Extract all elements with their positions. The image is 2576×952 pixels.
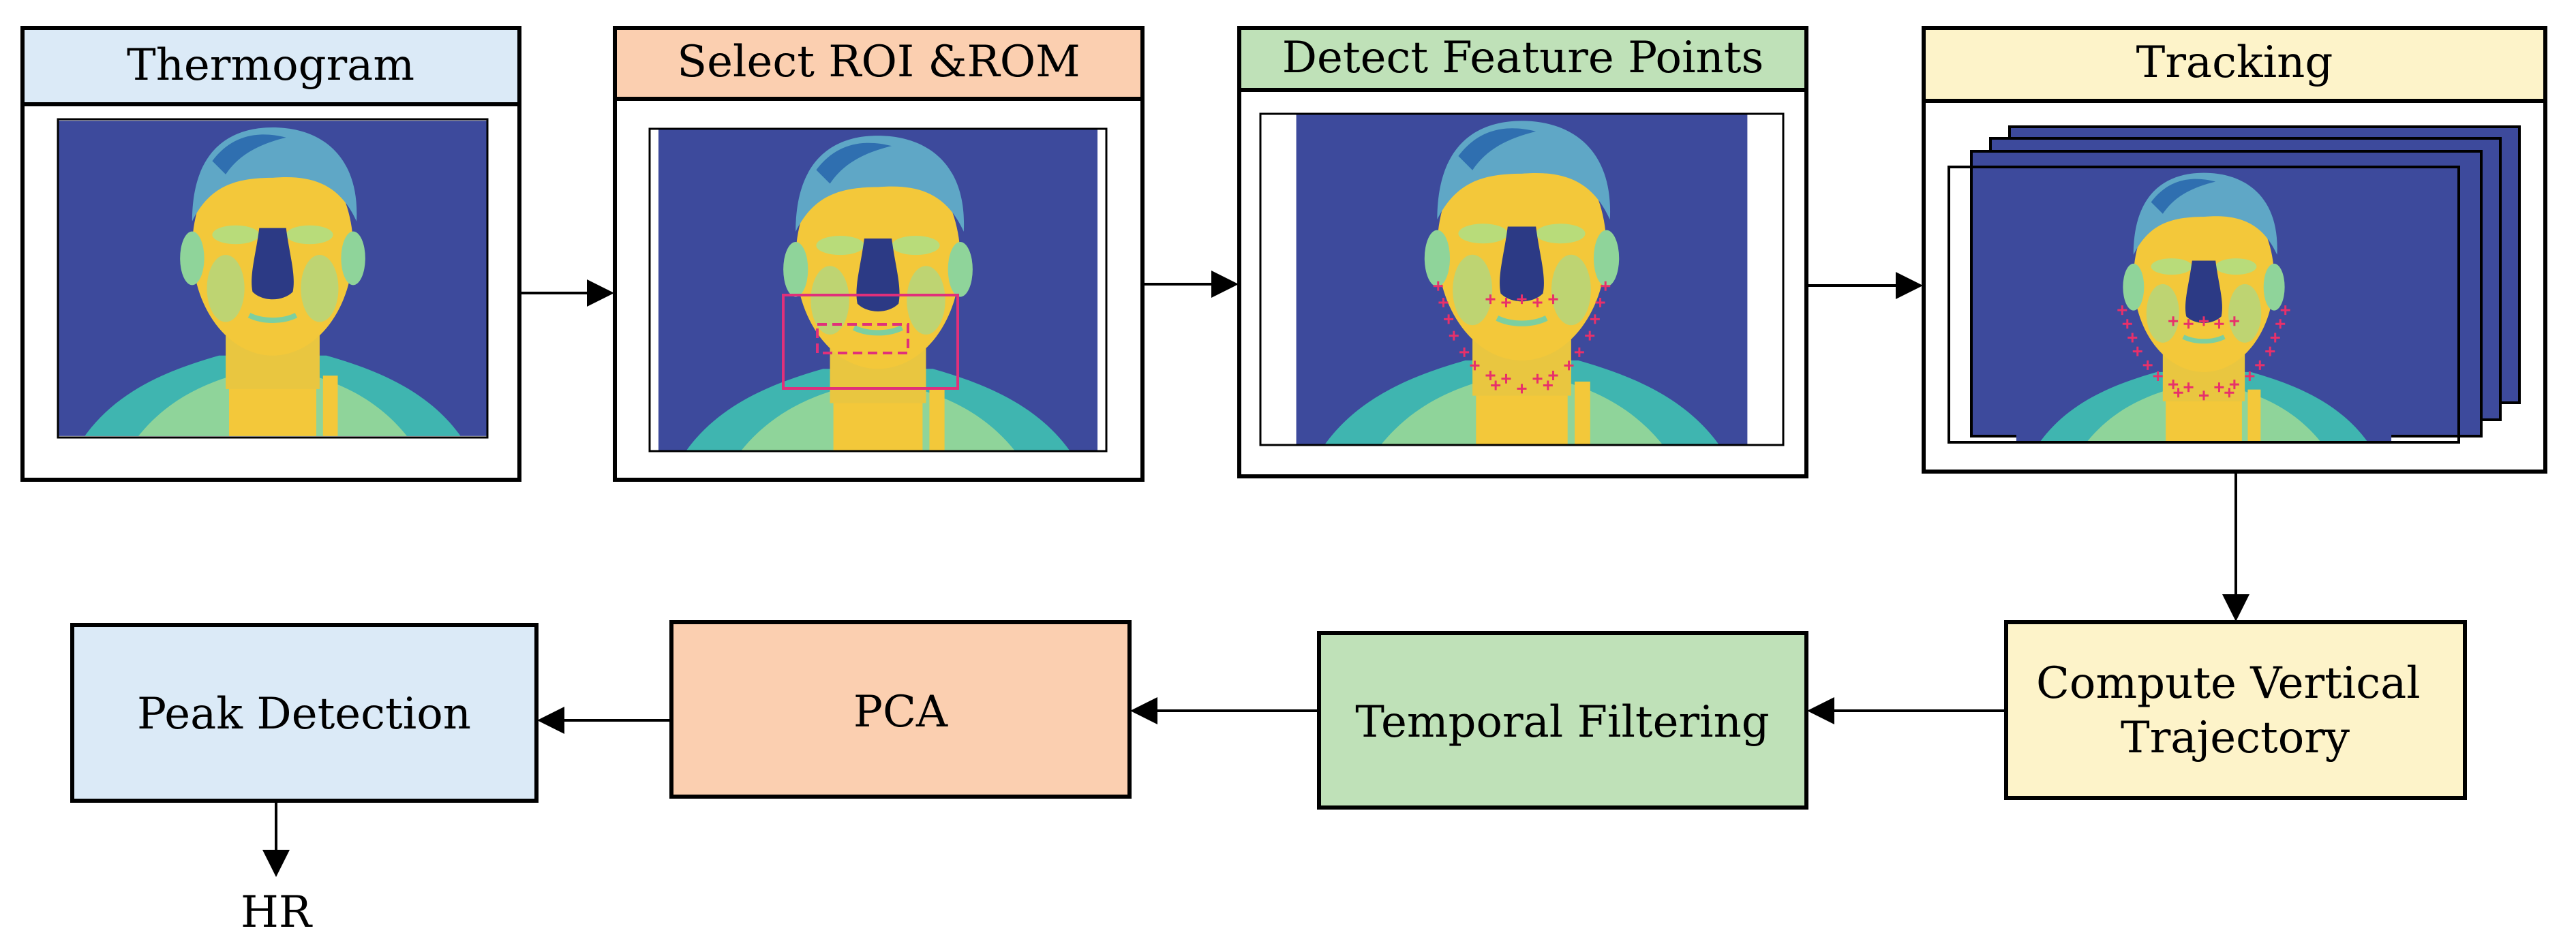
feature-point-marker (1444, 314, 1454, 324)
feature-point-marker (1459, 347, 1470, 357)
stage-pca: PCA (669, 620, 1132, 799)
feature-point-marker (2127, 333, 2138, 343)
feature-point-marker (1548, 294, 1558, 305)
feature-point-marker (2168, 380, 2179, 390)
feature-point-marker (1574, 347, 1584, 357)
rom-box (816, 323, 909, 354)
feature-point-marker (2214, 319, 2224, 329)
feature-point-marker (1585, 331, 1595, 341)
thermogram-image (58, 121, 487, 436)
feature-point-marker (1532, 373, 1543, 384)
stage-detect-features: Detect Feature Points (1237, 26, 1808, 478)
feature-point-marker (1517, 294, 1527, 305)
feature-point-marker (1543, 380, 1553, 390)
stage-compute-trajectory: Compute Vertical Trajectory (2004, 620, 2467, 800)
stage-tracking-title: Tracking (2136, 37, 2333, 88)
stage-compute-trajectory-label: Compute Vertical Trajectory (2036, 658, 2434, 763)
stage-detect-features-header (1237, 26, 1808, 92)
feature-point-marker (1595, 298, 1605, 308)
feature-point-marker (2142, 360, 2153, 370)
stage-select-roi: Select ROI &ROM (613, 26, 1145, 482)
stage-tracking-header (1922, 26, 2547, 103)
stage-thermogram-header (20, 26, 521, 106)
feature-point-marker (2275, 319, 2286, 329)
feature-point-marker (2265, 346, 2275, 356)
feature-point-marker (2173, 388, 2183, 398)
feature-point-marker (2270, 333, 2280, 343)
stage-thermogram: Thermogram (20, 26, 521, 482)
feature-point-marker (1485, 294, 1496, 305)
feature-point-marker (2122, 319, 2132, 329)
stage-thermogram-title: Thermogram (127, 40, 414, 91)
stage-peak-detection-label: Peak Detection (137, 689, 471, 739)
roi-image (658, 129, 1097, 451)
feature-point-marker (1548, 370, 1558, 380)
feature-point-marker (1438, 298, 1449, 308)
feature-point-marker (2229, 380, 2239, 390)
feature-point-marker (2199, 316, 2209, 326)
stage-select-roi-header (613, 26, 1145, 101)
stage-compute-trajectory-box (2004, 620, 2467, 800)
stage-pca-box (669, 620, 1132, 799)
feature-point-marker (1470, 360, 1480, 371)
roi-box (782, 294, 959, 390)
feature-point-marker (2229, 316, 2239, 326)
feature-point-marker (2117, 305, 2127, 316)
feature-point-marker (1532, 298, 1543, 308)
tracking-image (2016, 167, 2391, 442)
stage-pca-label: PCA (853, 687, 948, 737)
feature-point-marker (2183, 382, 2194, 393)
stage-select-roi-title: Select ROI &ROM (677, 37, 1080, 87)
feature-points-image (1297, 114, 1748, 445)
feature-point-marker (2255, 360, 2265, 370)
feature-point-marker (2280, 305, 2290, 316)
feature-point-marker (1517, 384, 1527, 394)
stage-temporal-filtering-box (1317, 631, 1808, 810)
feature-point-marker (1491, 380, 1501, 390)
stage-peak-detection: Peak Detection (70, 623, 539, 803)
stage-compute-trajectory-line2: Trajectory (2121, 713, 2350, 763)
feature-point-marker (1485, 370, 1496, 380)
feature-point-marker (2183, 319, 2194, 329)
tracked-point-markers (2117, 305, 2290, 401)
feature-point-marker (1601, 281, 1611, 291)
stage-detect-features-title: Detect Feature Points (1282, 33, 1764, 83)
stage-temporal-filtering: Temporal Filtering (1317, 631, 1808, 810)
feature-point-marker (1564, 360, 1574, 371)
feature-point-marker (1590, 314, 1600, 324)
output-hr-label: HR (241, 887, 313, 938)
feature-point-marker (1433, 281, 1443, 291)
feature-point-marker (2214, 382, 2224, 393)
stage-temporal-filtering-label: Temporal Filtering (1355, 697, 1770, 748)
stage-compute-trajectory-line1: Compute Vertical (2036, 658, 2421, 709)
feature-point-marker (2153, 371, 2163, 382)
stage-tracking: Tracking (1922, 26, 2547, 474)
feature-point-marker (2199, 390, 2209, 401)
feature-point-marker (1501, 298, 1511, 308)
feature-point-marker (1501, 373, 1511, 384)
feature-point-marker (1449, 331, 1459, 341)
feature-point-marker (2245, 371, 2255, 382)
feature-point-marker (2132, 346, 2142, 356)
feature-point-marker (2168, 316, 2179, 326)
stage-peak-detection-box (70, 623, 539, 803)
feature-point-markers (1433, 281, 1611, 394)
feature-point-marker (2224, 388, 2234, 398)
